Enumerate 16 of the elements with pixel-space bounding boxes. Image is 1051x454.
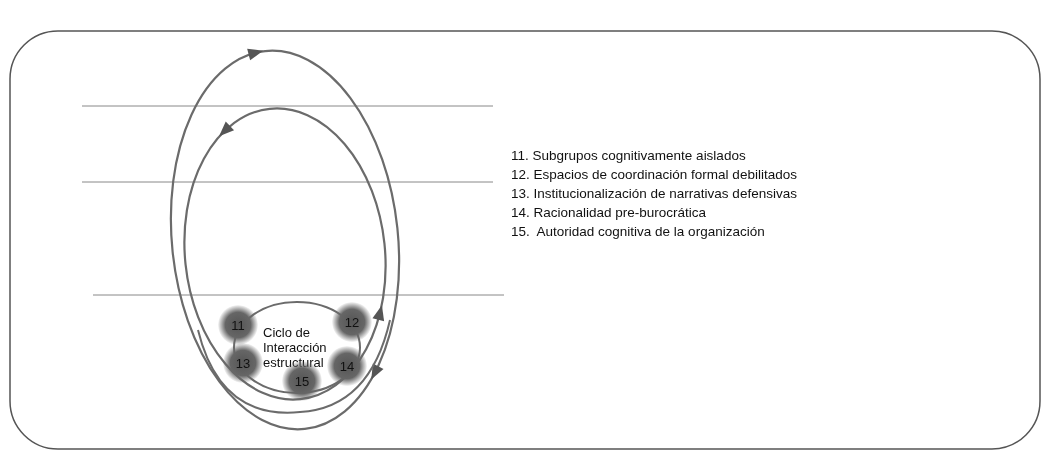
cycle-title: Ciclo de Interacción estructural [263, 325, 328, 370]
circle-number: 15 [294, 373, 310, 389]
legend-item-text: 14. Racionalidad pre-burocrática [511, 205, 707, 220]
legend-item-text: 12. Espacios de coordinación formal debilitados [511, 167, 797, 182]
circle-number: 13 [235, 355, 251, 371]
number-circle [327, 346, 367, 386]
circle-number: 11 [231, 317, 245, 333]
circle-number: 12 [344, 314, 360, 330]
legend-item-text: 15. Autoridad cognitiva de la organización [511, 224, 765, 239]
legend-item-text: 11. Subgrupos cognitivamente aislados [511, 148, 746, 163]
legend-item-text: 13. Institucionalización de narrativas defensivas [511, 186, 797, 201]
number-circle [332, 302, 372, 342]
circle-number: 14 [339, 358, 355, 374]
number-circle [218, 305, 258, 345]
cycle-ring [232, 300, 362, 395]
number-circle [223, 343, 263, 383]
